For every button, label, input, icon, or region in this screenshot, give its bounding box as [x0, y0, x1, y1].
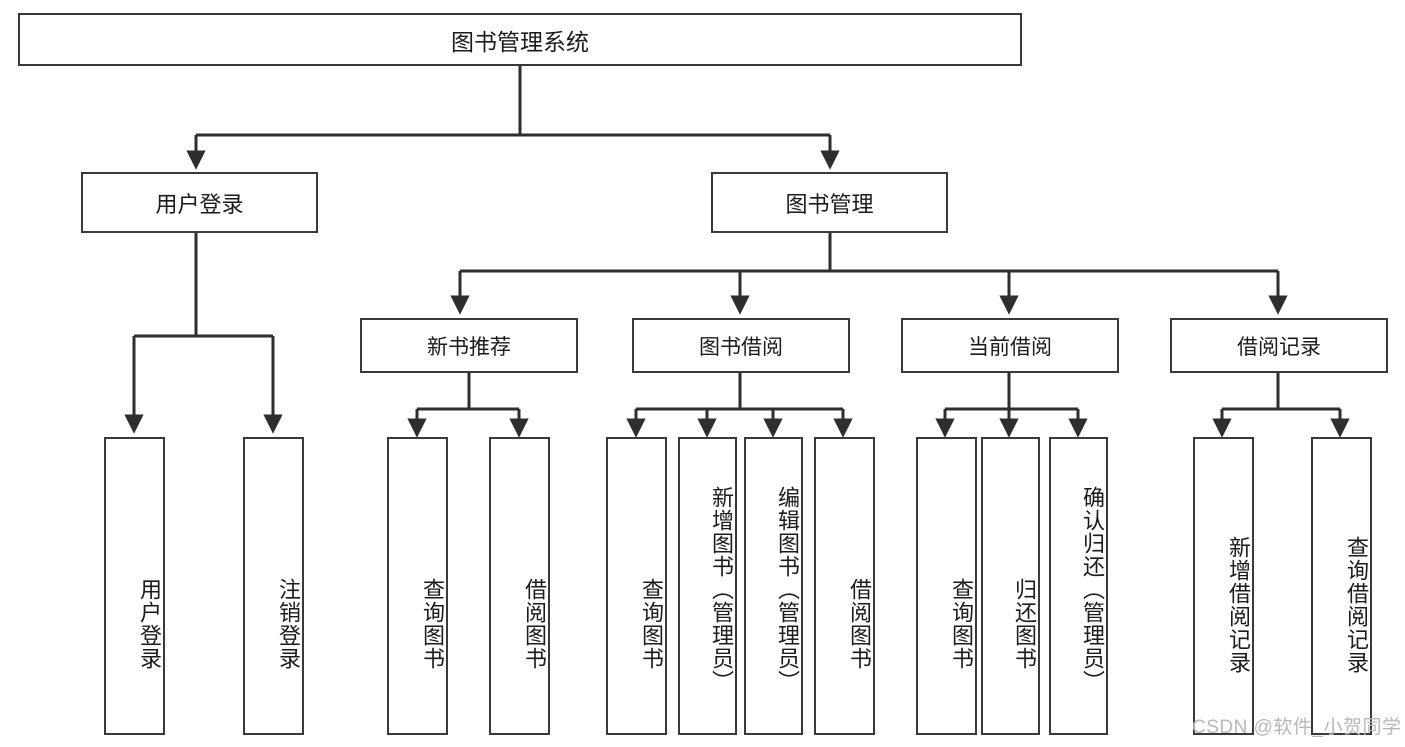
- leaf-label: 查询图书: [420, 578, 445, 670]
- leaf-edit-book-admin[interactable]: 编辑图书（管理员）: [744, 437, 803, 735]
- node-book-management[interactable]: 图书管理: [711, 172, 948, 233]
- csdn-watermark: CSDN @软件_小贺同学: [1192, 717, 1402, 738]
- leaf-add-borrow-record[interactable]: 新增借阅记录: [1193, 437, 1254, 735]
- node-user-login[interactable]: 用户登录: [81, 172, 318, 233]
- node-label: 图书管理系统: [451, 28, 589, 55]
- leaf-label: 借阅图书: [522, 578, 547, 670]
- node-label: 借阅记录: [1237, 335, 1321, 359]
- leaf-return-book[interactable]: 归还图书: [981, 437, 1040, 735]
- leaf-label: 确认归还（管理员）: [1080, 485, 1105, 693]
- leaf-label: 新增借阅记录: [1226, 536, 1251, 674]
- leaf-query-borrow-record[interactable]: 查询借阅记录: [1311, 437, 1372, 735]
- node-current-borrow[interactable]: 当前借阅: [901, 318, 1119, 373]
- leaf-logout[interactable]: 注销登录: [243, 437, 304, 735]
- leaf-query-book-borrow[interactable]: 查询图书: [606, 437, 667, 735]
- leaf-label: 编辑图书（管理员）: [775, 485, 800, 693]
- leaf-label: 用户登录: [137, 578, 162, 670]
- leaf-label: 借阅图书: [847, 578, 872, 670]
- leaf-borrow-book[interactable]: 借阅图书: [814, 437, 875, 735]
- leaf-label: 归还图书: [1012, 578, 1037, 670]
- leaf-label: 注销登录: [276, 578, 301, 670]
- node-book-borrow[interactable]: 图书借阅: [632, 318, 850, 373]
- node-borrow-record[interactable]: 借阅记录: [1170, 318, 1388, 373]
- node-label: 当前借阅: [968, 335, 1052, 359]
- leaf-query-book-current[interactable]: 查询图书: [916, 437, 977, 735]
- leaf-label: 查询图书: [639, 578, 664, 670]
- leaf-label: 新增图书（管理员）: [709, 485, 734, 693]
- node-new-book-recommend[interactable]: 新书推荐: [360, 318, 578, 373]
- leaf-query-book-recommend[interactable]: 查询图书: [387, 437, 448, 735]
- leaf-label: 查询借阅记录: [1344, 536, 1369, 674]
- node-label: 图书管理: [785, 191, 874, 217]
- leaf-user-login[interactable]: 用户登录: [104, 437, 165, 735]
- node-label: 用户登录: [155, 191, 244, 217]
- node-label: 图书借阅: [699, 335, 783, 359]
- node-root-book-management-system[interactable]: 图书管理系统: [18, 13, 1022, 66]
- leaf-label: 查询图书: [949, 578, 974, 670]
- leaf-borrow-book-recommend[interactable]: 借阅图书: [489, 437, 550, 735]
- leaf-confirm-return-admin[interactable]: 确认归还（管理员）: [1049, 437, 1108, 735]
- leaf-add-book-admin[interactable]: 新增图书（管理员）: [678, 437, 737, 735]
- node-label: 新书推荐: [427, 335, 511, 359]
